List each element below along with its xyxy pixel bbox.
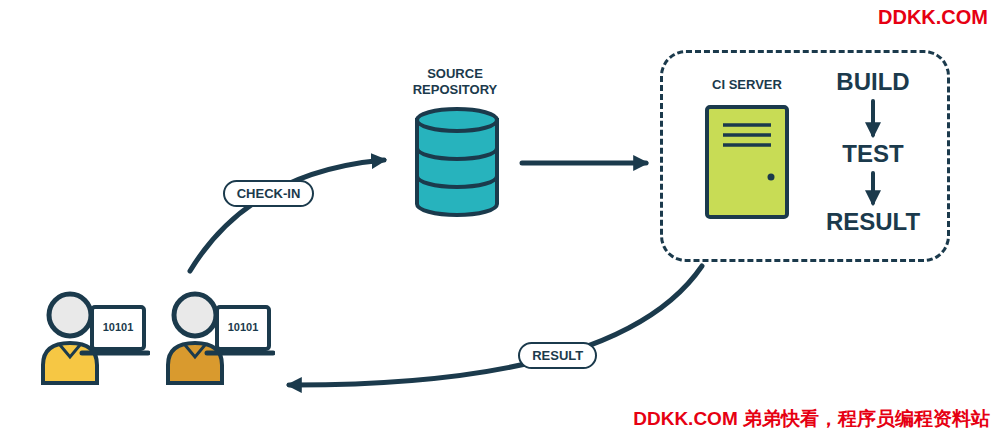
developer-figure	[165, 285, 275, 385]
source-repository: SOURCE REPOSITORY	[390, 66, 520, 218]
developer-figure	[40, 285, 150, 385]
edge-label: RESULT	[518, 342, 597, 369]
developer: 10101	[165, 285, 275, 385]
ci-server-box: CI SERVERBUILDTESTRESULT	[660, 50, 950, 262]
watermark: DDKK.COM	[878, 6, 988, 29]
server-icon	[705, 105, 789, 219]
flow-arrow	[522, 161, 646, 166]
pipeline-step: BUILD	[809, 65, 937, 99]
flow-arrow	[289, 266, 702, 385]
watermark: DDKK.COM 弟弟快看，程序员编程资料站	[633, 406, 990, 432]
pipeline-step: RESULT	[809, 205, 937, 239]
flow-arrow	[871, 173, 875, 203]
database-icon	[415, 106, 499, 218]
flow-arrow	[871, 101, 875, 135]
flow-arrow	[190, 160, 384, 271]
developer: 10101	[40, 285, 150, 385]
edge-label: CHECK-IN	[223, 180, 315, 207]
pipeline-step: TEST	[809, 137, 937, 171]
